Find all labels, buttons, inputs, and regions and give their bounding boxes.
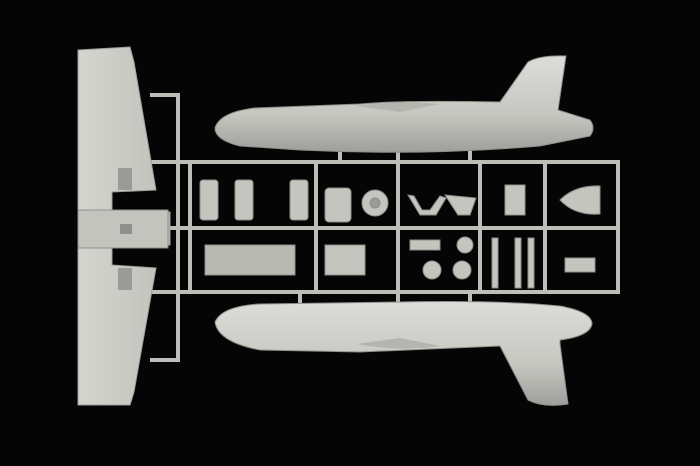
wing-part	[77, 46, 171, 406]
small-parts	[199, 179, 601, 289]
fuselage-half-bottom	[214, 301, 593, 406]
fuselage-half-top	[214, 55, 594, 153]
sprue-frame	[150, 93, 620, 362]
